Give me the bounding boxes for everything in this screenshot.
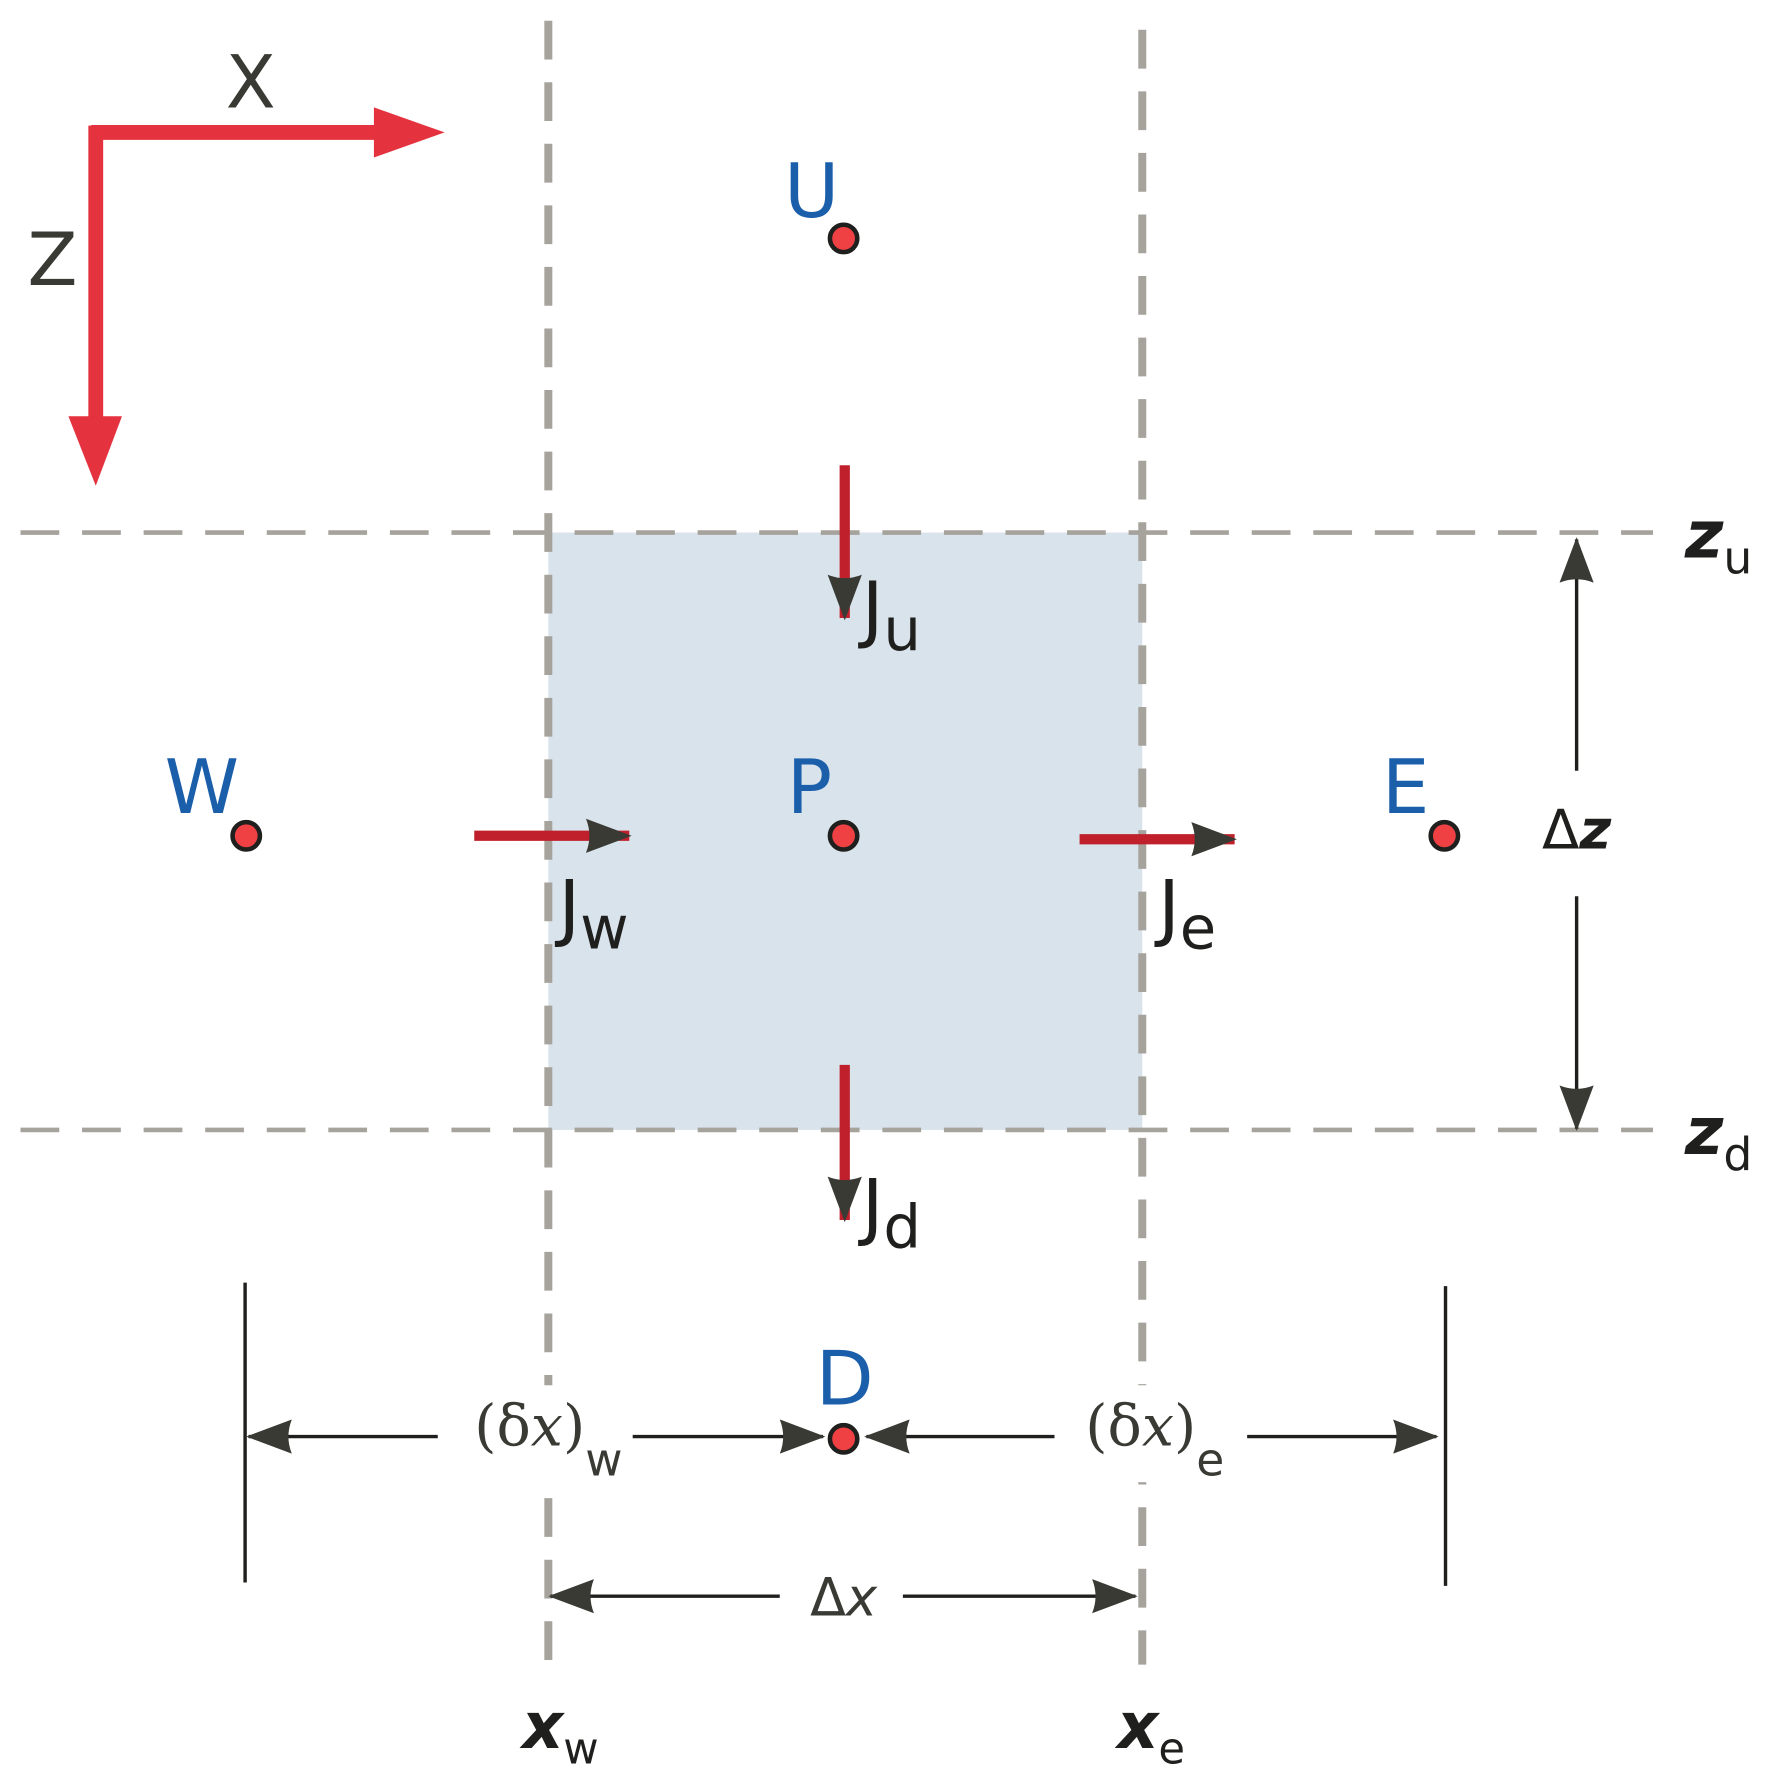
dx-east-close: ) bbox=[1174, 1394, 1196, 1460]
axis-arrows: X Z bbox=[27, 40, 445, 486]
dx-east-label: (δx)e bbox=[1085, 1394, 1224, 1487]
flux-arrows bbox=[474, 465, 1237, 1223]
dx-west-close: ) bbox=[563, 1394, 585, 1460]
dx-west-label: (δx)w bbox=[474, 1394, 622, 1487]
face-label-x-east: xe bbox=[1114, 1690, 1185, 1775]
bottom-dimensions: (δx)w (δx)e Δx bbox=[243, 1282, 1448, 1629]
node-east: E bbox=[1382, 743, 1461, 852]
node-label-west: W bbox=[165, 743, 239, 831]
face-label-x-east-main: x bbox=[1114, 1690, 1160, 1764]
face-label-z-upper: zu bbox=[1684, 497, 1752, 585]
delta-x-symbol: Δ bbox=[810, 1568, 846, 1629]
dx-west-var: x bbox=[531, 1394, 563, 1460]
dx-west-label-bg bbox=[442, 1385, 631, 1483]
delta-z-symbol: Δ bbox=[1542, 797, 1579, 861]
dx-east-var: x bbox=[1142, 1394, 1174, 1460]
dx-east-sub: e bbox=[1196, 1433, 1224, 1486]
dx-east-label-bg bbox=[1060, 1385, 1243, 1483]
face-label-z-upper-sub: u bbox=[1723, 532, 1752, 585]
flux-label-lower-main: J bbox=[858, 1164, 884, 1249]
face-label-z-upper-main: z bbox=[1684, 497, 1724, 574]
flux-label-east: Je bbox=[1154, 866, 1216, 963]
x-axis-label: X bbox=[226, 40, 276, 125]
node-label-upper: U bbox=[784, 147, 839, 235]
grid-nodes: U W P E D bbox=[165, 147, 1461, 1455]
z-axis-arrowhead-icon bbox=[68, 416, 122, 486]
flux-label-east-main: J bbox=[1154, 866, 1180, 951]
flux-label-lower: Jd bbox=[858, 1164, 921, 1261]
node-west: W bbox=[165, 743, 263, 852]
delta-z-var: z bbox=[1578, 797, 1612, 861]
face-label-x-west-sub: w bbox=[563, 1725, 598, 1775]
face-label-x-west: xw bbox=[519, 1690, 599, 1775]
delta-x-label: Δx bbox=[810, 1568, 878, 1629]
node-upper: U bbox=[784, 147, 860, 255]
delta-z-dimension: Δz bbox=[1542, 537, 1612, 1132]
face-label-z-lower-main: z bbox=[1684, 1093, 1724, 1170]
flux-label-west: Jw bbox=[555, 866, 629, 963]
face-label-z-lower: zd bbox=[1684, 1093, 1752, 1181]
node-label-east: E bbox=[1382, 743, 1430, 831]
face-label-z-lower-sub: d bbox=[1723, 1128, 1752, 1181]
node-point-east bbox=[1428, 819, 1461, 852]
flux-label-upper: Ju bbox=[858, 567, 921, 664]
node-point-west bbox=[230, 819, 263, 852]
node-point-lower bbox=[827, 1422, 860, 1455]
flux-label-upper-main: J bbox=[858, 567, 884, 652]
flux-label-east-sub: e bbox=[1180, 894, 1216, 963]
flux-label-upper-sub: u bbox=[883, 595, 921, 664]
dx-east-open: (δ bbox=[1085, 1394, 1142, 1460]
node-point-upper bbox=[827, 222, 860, 255]
node-point-center bbox=[827, 819, 860, 852]
face-label-x-east-sub: e bbox=[1158, 1725, 1185, 1775]
dx-west-open: (δ bbox=[474, 1394, 531, 1460]
x-axis-arrowhead-icon bbox=[373, 107, 445, 158]
face-label-x-west-main: x bbox=[519, 1690, 565, 1764]
flux-label-lower-sub: d bbox=[883, 1192, 921, 1261]
delta-z-label: Δz bbox=[1542, 797, 1612, 861]
node-label-lower: D bbox=[816, 1335, 874, 1423]
z-axis-label: Z bbox=[27, 218, 77, 303]
flux-label-west-sub: w bbox=[580, 894, 628, 963]
node-label-center: P bbox=[787, 743, 832, 831]
node-lower: D bbox=[816, 1335, 874, 1455]
delta-x-var: x bbox=[844, 1568, 878, 1629]
dx-west-sub: w bbox=[585, 1433, 622, 1486]
flux-label-west-main: J bbox=[555, 866, 581, 951]
node-center: P bbox=[787, 743, 860, 852]
